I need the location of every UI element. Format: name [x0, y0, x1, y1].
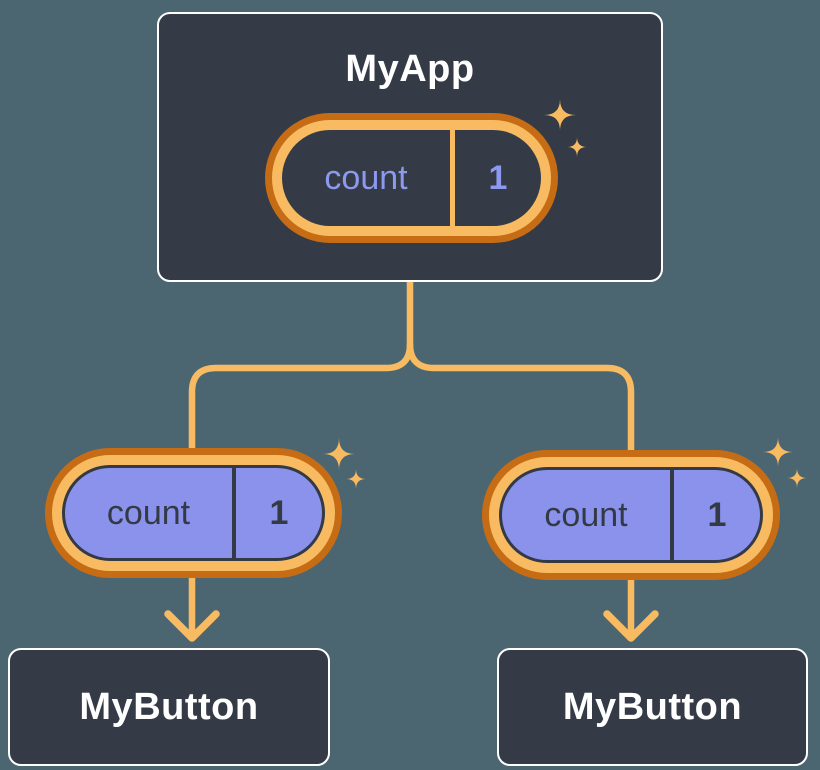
state-name-label: count: [106, 493, 191, 532]
sparkle-icon: [763, 437, 807, 488]
state-pill-root: count 1: [265, 113, 558, 243]
state-name-label: count: [324, 158, 408, 197]
pill-divider: [450, 130, 455, 226]
node-title: MyButton: [79, 685, 259, 728]
state-value: 1: [707, 495, 727, 534]
sparkle-icon: [323, 438, 366, 489]
state-value: 1: [488, 158, 508, 197]
sparkle-icon: [544, 99, 587, 157]
node-title: MyButton: [562, 685, 743, 728]
state-pill-right: count 1: [482, 450, 780, 580]
node-title: MyApp: [345, 48, 475, 90]
pill-divider: [232, 468, 236, 558]
mybutton-node-right: MyButton: [497, 648, 808, 766]
pill-divider: [670, 470, 674, 560]
state-value: 1: [269, 493, 289, 532]
state-name-label: count: [544, 495, 628, 534]
mybutton-node-left: MyButton: [8, 648, 330, 766]
arrow-down-icon: [164, 610, 220, 642]
state-pill-left: count 1: [45, 448, 342, 578]
arrow-down-icon: [603, 610, 659, 642]
tree-branch-right: [406, 340, 635, 634]
